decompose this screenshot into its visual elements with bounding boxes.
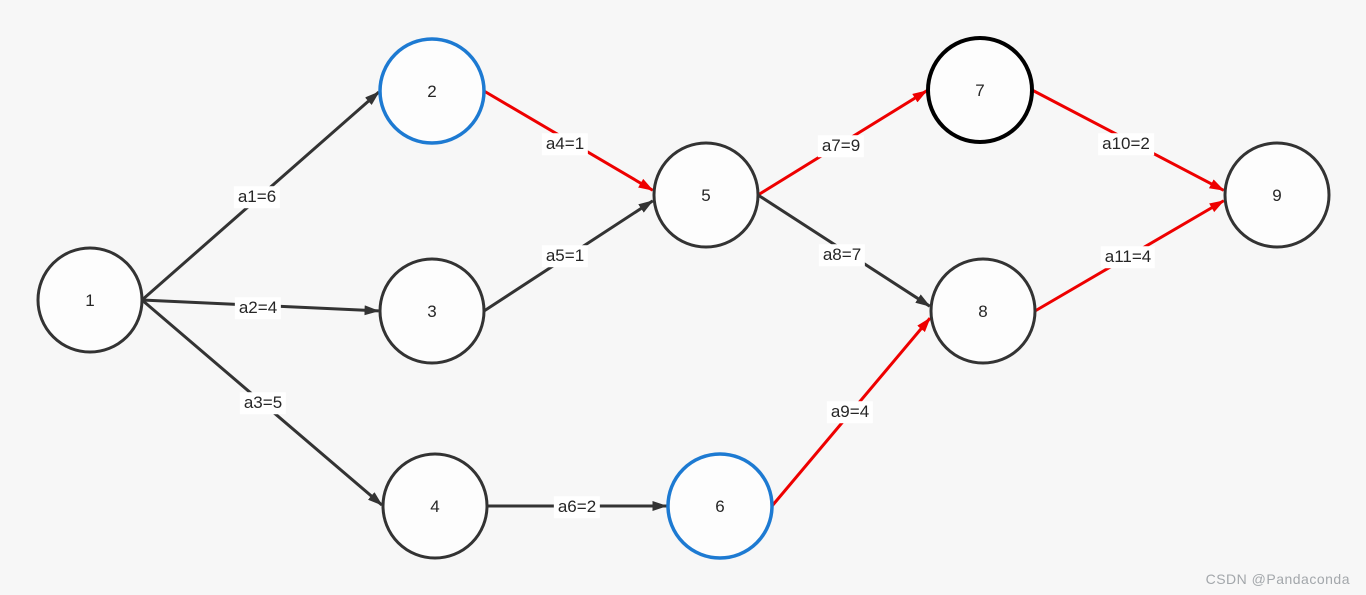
node-2-label: 2 <box>427 82 436 101</box>
node-8-label: 8 <box>978 302 987 321</box>
edge-a5-label: a5=1 <box>541 245 589 267</box>
node-8-circle <box>929 257 1037 365</box>
node-7-label: 7 <box>975 81 984 100</box>
edge-a7-label: a7=9 <box>817 135 865 157</box>
node-9-circle <box>1223 141 1331 249</box>
node-1-label: 1 <box>85 291 94 310</box>
node-5-circle <box>652 141 760 249</box>
node-6-circle <box>666 452 774 560</box>
node-2-circle <box>378 37 486 145</box>
edge-a9-label: a9=4 <box>826 401 874 423</box>
edge-a1-label: a1=6 <box>233 186 281 208</box>
edge-a10-label: a10=2 <box>1098 133 1154 155</box>
node-5-label: 5 <box>701 186 710 205</box>
node-3-label: 3 <box>427 302 436 321</box>
node-4-circle <box>381 452 489 560</box>
node-9-label: 9 <box>1272 186 1281 205</box>
node-7-circle <box>926 36 1034 144</box>
edge-a11-label: a11=4 <box>1100 246 1156 268</box>
edge-a8-label: a8=7 <box>818 244 866 266</box>
edge-a6-label: a6=2 <box>553 496 601 518</box>
edge-a4-label: a4=1 <box>541 133 589 155</box>
node-4-label: 4 <box>430 497 439 516</box>
node-1-circle <box>36 246 144 354</box>
watermark: CSDN @Pandaconda <box>1205 571 1350 587</box>
node-3-circle <box>378 257 486 365</box>
edge-a3-label: a3=5 <box>239 392 287 414</box>
edge-a2-label: a2=4 <box>234 297 282 319</box>
node-6-label: 6 <box>715 497 724 516</box>
